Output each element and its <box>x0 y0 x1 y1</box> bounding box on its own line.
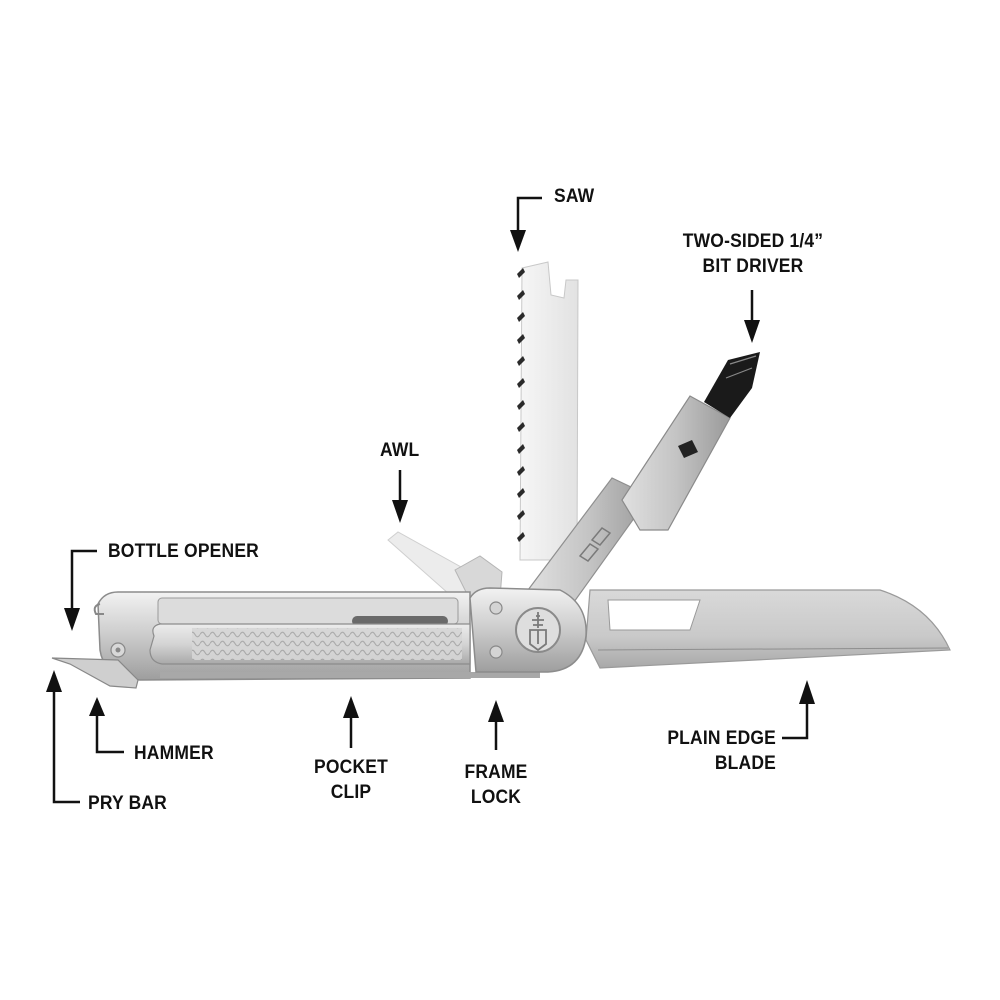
gerber-shield-logo-icon <box>529 612 547 652</box>
pocket-clip-arrow-icon <box>343 696 359 718</box>
blade-arrow-icon <box>799 680 815 704</box>
bit-driver-arrow-icon <box>744 320 760 343</box>
saw-arrow-icon <box>510 230 526 252</box>
label-bottle-opener: BOTTLE OPENER <box>108 541 259 562</box>
plain-edge-blade-tool <box>585 589 951 669</box>
awl-arrow-icon <box>392 500 408 523</box>
arrowheads <box>46 230 815 722</box>
label-bit-driver: TWO-SIDED 1/4” BIT DRIVER <box>682 231 824 277</box>
bit-driver-tool <box>526 352 760 603</box>
hammer-arrow-icon <box>89 697 105 716</box>
callout-arrows <box>52 196 809 804</box>
frame-lock-arrow-icon <box>488 700 504 722</box>
handle-body <box>51 591 540 689</box>
label-saw: SAW <box>554 186 595 207</box>
label-awl: AWL <box>380 440 420 461</box>
bottle-opener-arrow-icon <box>64 608 80 631</box>
saw-tool <box>517 261 579 561</box>
label-frame-lock: FRAME LOCK <box>464 762 528 808</box>
label-hammer: HAMMER <box>134 743 214 764</box>
pivot-assembly <box>469 587 587 673</box>
label-pry-bar: PRY BAR <box>88 793 168 814</box>
label-plain-edge-blade: PLAIN EDGE BLADE <box>667 728 776 774</box>
label-pocket-clip: POCKET CLIP <box>314 757 388 803</box>
pry-bar-arrow-icon <box>46 670 62 692</box>
